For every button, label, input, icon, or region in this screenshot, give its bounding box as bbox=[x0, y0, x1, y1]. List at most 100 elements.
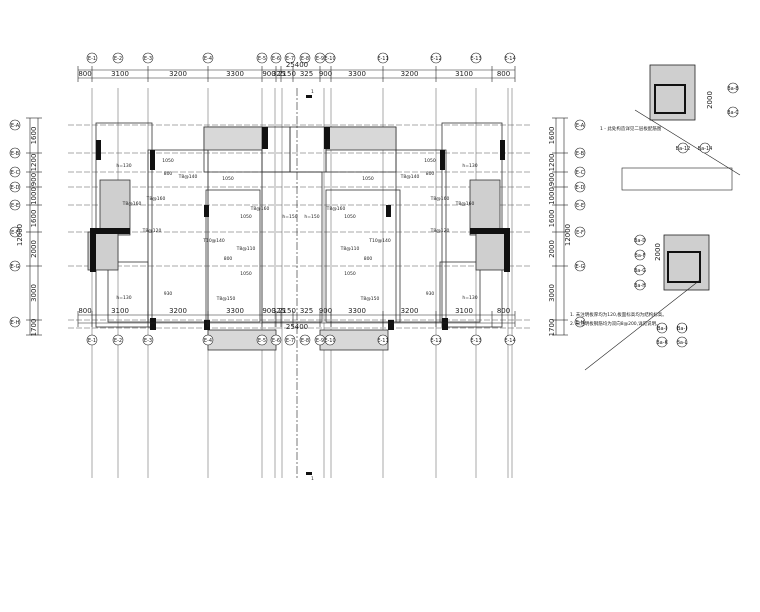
room-label: 800 bbox=[164, 171, 173, 177]
axis-bubble-bottom: E-5 bbox=[258, 338, 266, 344]
axis-bubble-bottom: E-3 bbox=[144, 338, 152, 344]
dim-label-left: 1600 bbox=[30, 127, 38, 145]
axis-bubble-top: E-10 bbox=[324, 56, 335, 62]
axis-bubble-top: E-13 bbox=[470, 56, 481, 62]
axis-bubble-top-circle bbox=[112, 52, 124, 64]
axis-bubble-left-circle bbox=[9, 316, 21, 328]
dim-label-top: 2150 bbox=[278, 70, 296, 78]
axis-bubble-top-circle bbox=[430, 52, 442, 64]
detail-1-wall bbox=[654, 84, 686, 114]
detail-1-axis-circle bbox=[677, 142, 689, 154]
dim-label-left: 1200 bbox=[30, 154, 38, 172]
dim-label-left: 3000 bbox=[30, 284, 38, 302]
detail-1-axis-circle bbox=[699, 142, 711, 154]
axis-bubble-bottom-circle bbox=[324, 334, 336, 346]
dim-label-top: 3300 bbox=[348, 70, 366, 78]
detail-2-leader bbox=[584, 279, 701, 371]
dim-label-top: 3200 bbox=[401, 70, 419, 78]
rebar-label: T8@110 bbox=[340, 246, 360, 252]
room-outline bbox=[95, 122, 153, 328]
wall-column bbox=[90, 232, 96, 272]
room-outline bbox=[205, 189, 261, 323]
axis-bubble-left-circle bbox=[9, 166, 21, 178]
axis-bubble-bottom-circle bbox=[430, 334, 442, 346]
room-label: 1050 bbox=[344, 214, 356, 220]
room-label: 1050 bbox=[424, 158, 436, 164]
room-label: 800 bbox=[426, 171, 435, 177]
wall-column bbox=[388, 320, 394, 330]
room-label: 800 bbox=[224, 256, 233, 262]
room-label: 1050 bbox=[240, 214, 252, 220]
overall-height-right: 12000 bbox=[564, 224, 572, 246]
room-label: 1050 bbox=[344, 271, 356, 277]
axis-bubble-bottom: E-12 bbox=[430, 338, 441, 344]
axis-bubble-right: E-B bbox=[576, 151, 585, 157]
total-dimension-top: 25400 bbox=[286, 61, 308, 69]
axis-bubble-top-circle bbox=[324, 52, 336, 64]
detail-2-hatch bbox=[663, 234, 710, 291]
axis-bubble-right: E-F bbox=[576, 230, 584, 236]
rebar-label: T8@120 bbox=[142, 228, 162, 234]
total-dimension-bottom: 25400 bbox=[286, 323, 308, 331]
dim-label-top: 900 bbox=[262, 70, 275, 78]
dim-label-left: 1000 bbox=[30, 187, 38, 205]
axis-bubble-bottom: E-6 bbox=[272, 338, 280, 344]
axis-bubble-right-circle bbox=[574, 119, 586, 131]
axis-bubble-top: E-2 bbox=[114, 56, 122, 62]
dim-label-top: 325 bbox=[272, 70, 285, 78]
detail-3-axis: Ba-K bbox=[656, 340, 668, 346]
axis-bubble-top-circle bbox=[270, 52, 282, 64]
slab-thickness-label: h=130 bbox=[116, 295, 131, 301]
rebar-label: T8@160 bbox=[430, 196, 450, 202]
detail-2-axis-circle bbox=[634, 249, 646, 261]
detail-2-dim: 2000 bbox=[654, 243, 662, 261]
dim-label-top: 800 bbox=[78, 70, 91, 78]
axis-bubble-bottom: E-4 bbox=[204, 338, 212, 344]
axis-bubble-left-circle bbox=[9, 119, 21, 131]
rebar-label: T8@160 bbox=[326, 206, 346, 212]
room-label: 1050 bbox=[240, 271, 252, 277]
axis-bubble-bottom: E-7 bbox=[286, 338, 294, 344]
room-outline bbox=[289, 126, 327, 173]
dim-label-top: 325 bbox=[300, 70, 313, 78]
rebar-label: T8@150 bbox=[360, 296, 380, 302]
axis-bubble-right-circle bbox=[574, 316, 586, 328]
detail-3-axis: Ba-L bbox=[676, 340, 687, 346]
rebar-label: T8@110 bbox=[236, 246, 256, 252]
axis-bubble-top-circle bbox=[256, 52, 268, 64]
dim-label-bottom: 325 bbox=[300, 307, 313, 315]
dim-label-right: 900 bbox=[548, 173, 556, 186]
wall-column bbox=[150, 150, 155, 170]
axis-bubble-left: E-B bbox=[11, 151, 20, 157]
axis-bubble-top-circle bbox=[142, 52, 154, 64]
axis-bubble-top-circle bbox=[504, 52, 516, 64]
rebar-label: T8@140 bbox=[178, 174, 198, 180]
wall-column bbox=[150, 318, 156, 330]
wall-column bbox=[204, 205, 209, 217]
axis-bubble-bottom: E-10 bbox=[324, 338, 335, 344]
axis-bubble-left: E-H bbox=[11, 320, 20, 326]
axis-bubble-bottom-circle bbox=[202, 334, 214, 346]
rebar-label: T8@140 bbox=[400, 174, 420, 180]
axis-bubble-left-circle bbox=[9, 260, 21, 272]
overall-height-left: 12000 bbox=[16, 224, 24, 246]
detail-1-leader bbox=[634, 109, 741, 176]
axis-bubble-top: E-11 bbox=[377, 56, 388, 62]
detail-1-axis: Ba-B bbox=[727, 86, 739, 92]
dim-label-bottom: 3300 bbox=[348, 307, 366, 315]
axis-bubble-bottom-circle bbox=[256, 334, 268, 346]
hatched-slab bbox=[99, 179, 131, 236]
note-line-2: 2. 未注明板钢筋均为双向8@200,详见说明。 bbox=[570, 320, 661, 327]
rebar-label: T8@160 bbox=[122, 201, 142, 207]
slab-thickness-label: h=130 bbox=[116, 163, 131, 169]
axis-bubble-top: E-6 bbox=[272, 56, 280, 62]
slab-thickness-label: h=150 bbox=[304, 214, 319, 220]
section-mark-top: 1 bbox=[311, 89, 314, 95]
hatched-slab bbox=[475, 231, 507, 271]
rebar-label: T8@150 bbox=[216, 296, 236, 302]
